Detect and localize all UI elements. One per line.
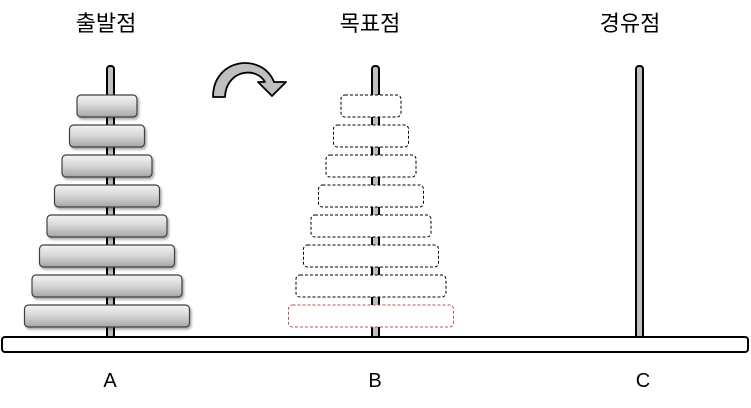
base-platform xyxy=(1,336,749,353)
disk-1 xyxy=(76,94,138,118)
peg-a-disks xyxy=(23,94,191,328)
disk-8 xyxy=(23,304,191,328)
ghost-disk-3 xyxy=(325,154,417,178)
peg-rod-c xyxy=(635,65,644,339)
ghost-disk-2 xyxy=(333,124,409,148)
peg-label-c: C xyxy=(636,370,650,392)
ghost-disk-1 xyxy=(340,94,402,118)
peg-title-c: 경유점 xyxy=(600,12,661,37)
disk-3 xyxy=(61,154,153,178)
ghost-disk-6 xyxy=(303,244,439,268)
ghost-disk-7 xyxy=(295,274,447,298)
peg-label-b: B xyxy=(368,370,381,392)
disk-5 xyxy=(46,214,168,238)
ghost-disk-8 xyxy=(288,304,454,328)
peg-b-ghost-disks xyxy=(288,94,454,328)
curved-arrow-right-icon xyxy=(212,62,287,98)
ghost-disk-5 xyxy=(310,214,432,238)
ghost-disk-4 xyxy=(318,184,424,208)
peg-title-b: 목표점 xyxy=(340,12,401,37)
disk-6 xyxy=(38,244,176,268)
peg-label-a: A xyxy=(103,370,117,392)
peg-title-a: 출발점 xyxy=(76,12,137,37)
disk-2 xyxy=(68,124,146,148)
disk-4 xyxy=(53,184,161,208)
disk-7 xyxy=(31,274,183,298)
